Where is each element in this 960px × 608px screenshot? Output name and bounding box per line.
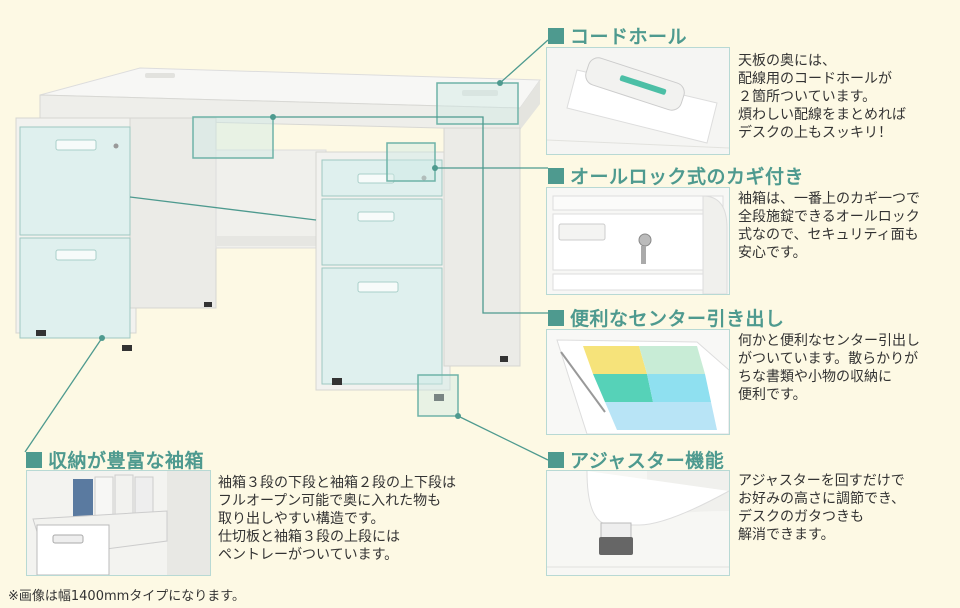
- adjuster-photo: [546, 470, 730, 576]
- storage-heading: 収納が豊富な袖箱: [26, 446, 204, 473]
- footnote: ※画像は幅1400mmタイプになります。: [8, 589, 246, 604]
- center-drawer-photo: [546, 329, 730, 435]
- cord-hole-title: コードホール: [570, 26, 688, 48]
- all-lock-heading: オールロック式のカギ付き: [548, 162, 804, 189]
- center-drawer-title: 便利なセンター引き出し: [570, 308, 785, 330]
- all-lock-description: 袖箱は、一番上のカギ一つで 全段施錠できるオールロック 式なので、セキュリティ面…: [738, 191, 920, 261]
- all-lock-title: オールロック式のカギ付き: [570, 166, 805, 188]
- bullet-square-icon: [26, 451, 42, 468]
- bullet-square-icon: [548, 27, 564, 44]
- cord-hole-photo: [546, 47, 730, 155]
- storage-description: 袖箱３段の下段と袖箱２段の上下段は フルオープン可能で奥に入れた物も 取り出しや…: [218, 475, 456, 563]
- adjuster-title: アジャスター機能: [570, 450, 725, 472]
- storage-title: 収納が豊富な袖箱: [48, 450, 205, 472]
- center-drawer-heading: 便利なセンター引き出し: [548, 304, 785, 331]
- bullet-square-icon: [548, 167, 564, 184]
- cord-hole-description: 天板の奥には、 配線用のコードホールが ２箇所ついています。 煩わしい配線をまと…: [738, 53, 906, 141]
- storage-photo: [26, 470, 211, 576]
- bullet-square-icon: [548, 309, 564, 326]
- cord-hole-heading: コードホール: [548, 22, 687, 49]
- all-lock-photo: [546, 187, 730, 295]
- center-drawer-description: 何かと便利なセンター引出し がついています。散らかりが ちな書類や小物の収納に …: [738, 333, 920, 403]
- adjuster-description: アジャスターを回すだけで お好みの高さに調節でき、 デスクのガタつきも 解消でき…: [738, 473, 906, 543]
- bullet-square-icon: [548, 451, 564, 468]
- adjuster-heading: アジャスター機能: [548, 446, 724, 473]
